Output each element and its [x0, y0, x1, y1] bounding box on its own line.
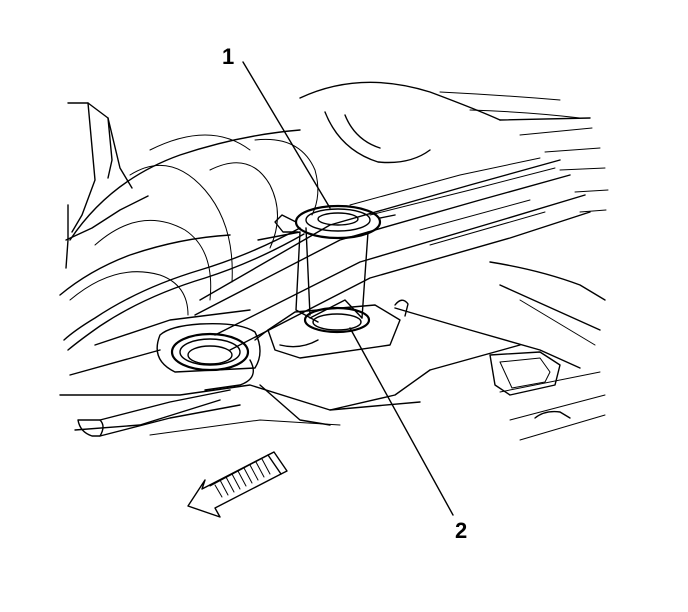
longitudinal-channel: [194, 157, 591, 351]
access-hole-left: [156, 322, 261, 391]
lower-floor-section: [59, 307, 606, 441]
floor-pan-hole: [254, 299, 409, 359]
callout-2-label: 2: [455, 518, 467, 543]
hole-alignment-cylinder: [257, 227, 369, 323]
floor-plug-grommet: [63, 204, 396, 351]
front-direction-arrow-icon: [187, 451, 288, 518]
floor-pan-outline: [59, 81, 609, 346]
callout-1-label: 1: [222, 44, 234, 69]
callout-leaders: [242, 61, 454, 516]
